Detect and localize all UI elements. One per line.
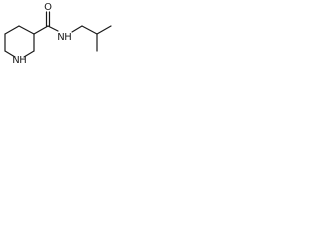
amide-nitrogen-label: N xyxy=(57,32,64,43)
oxygen-label: O xyxy=(44,2,52,13)
ring-bond-c6-n1 xyxy=(4,50,16,58)
amide-hydrogen-label: H xyxy=(64,32,72,43)
piperidine-ring xyxy=(4,25,35,58)
bond-nh-ch2 xyxy=(71,25,83,33)
ring-nitrogen-label: N xyxy=(12,55,19,66)
ring-bond-c3-c4 xyxy=(18,25,35,35)
bond-ch2-ch xyxy=(81,25,98,35)
ring-bond-n1-c2 xyxy=(23,50,35,58)
chemical-structure: O N H N H xyxy=(4,2,112,66)
ring-bond-c4-c5 xyxy=(4,25,20,35)
isobutyl-group xyxy=(71,25,112,52)
amide-group xyxy=(33,11,59,35)
bond-carbonyl-nh xyxy=(47,25,59,32)
bond-c3-carbonyl xyxy=(33,25,49,35)
bond-ch-ch3-upper xyxy=(96,25,112,35)
ring-hydrogen-label: H xyxy=(19,55,27,66)
